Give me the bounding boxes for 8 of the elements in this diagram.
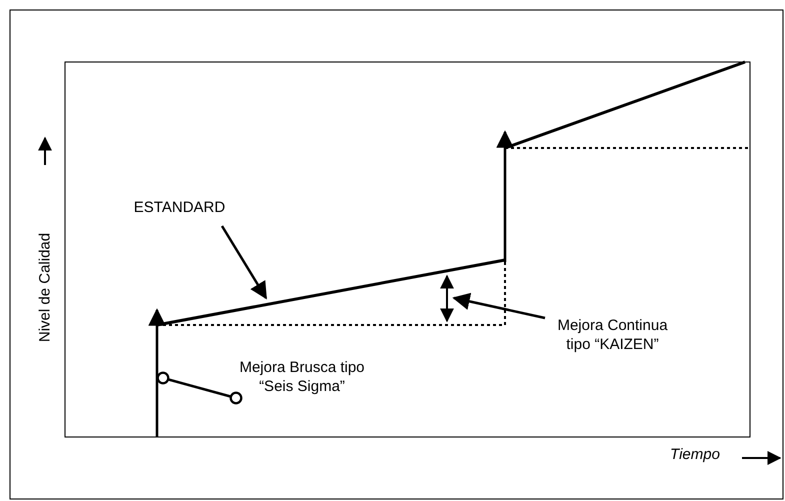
leader-line xyxy=(220,225,268,300)
leader-line xyxy=(452,292,546,320)
axis-label: Nivel de Calidad xyxy=(36,232,54,344)
callout-text: ESTANDARD xyxy=(112,198,247,217)
leader-line xyxy=(156,372,242,404)
callout-text: Mejora Brusca tipo “Seis Sigma” xyxy=(238,358,366,396)
callout-text: Mejora Continua tipo “KAIZEN” xyxy=(545,316,680,354)
axis-label: Tiempo xyxy=(669,445,721,464)
